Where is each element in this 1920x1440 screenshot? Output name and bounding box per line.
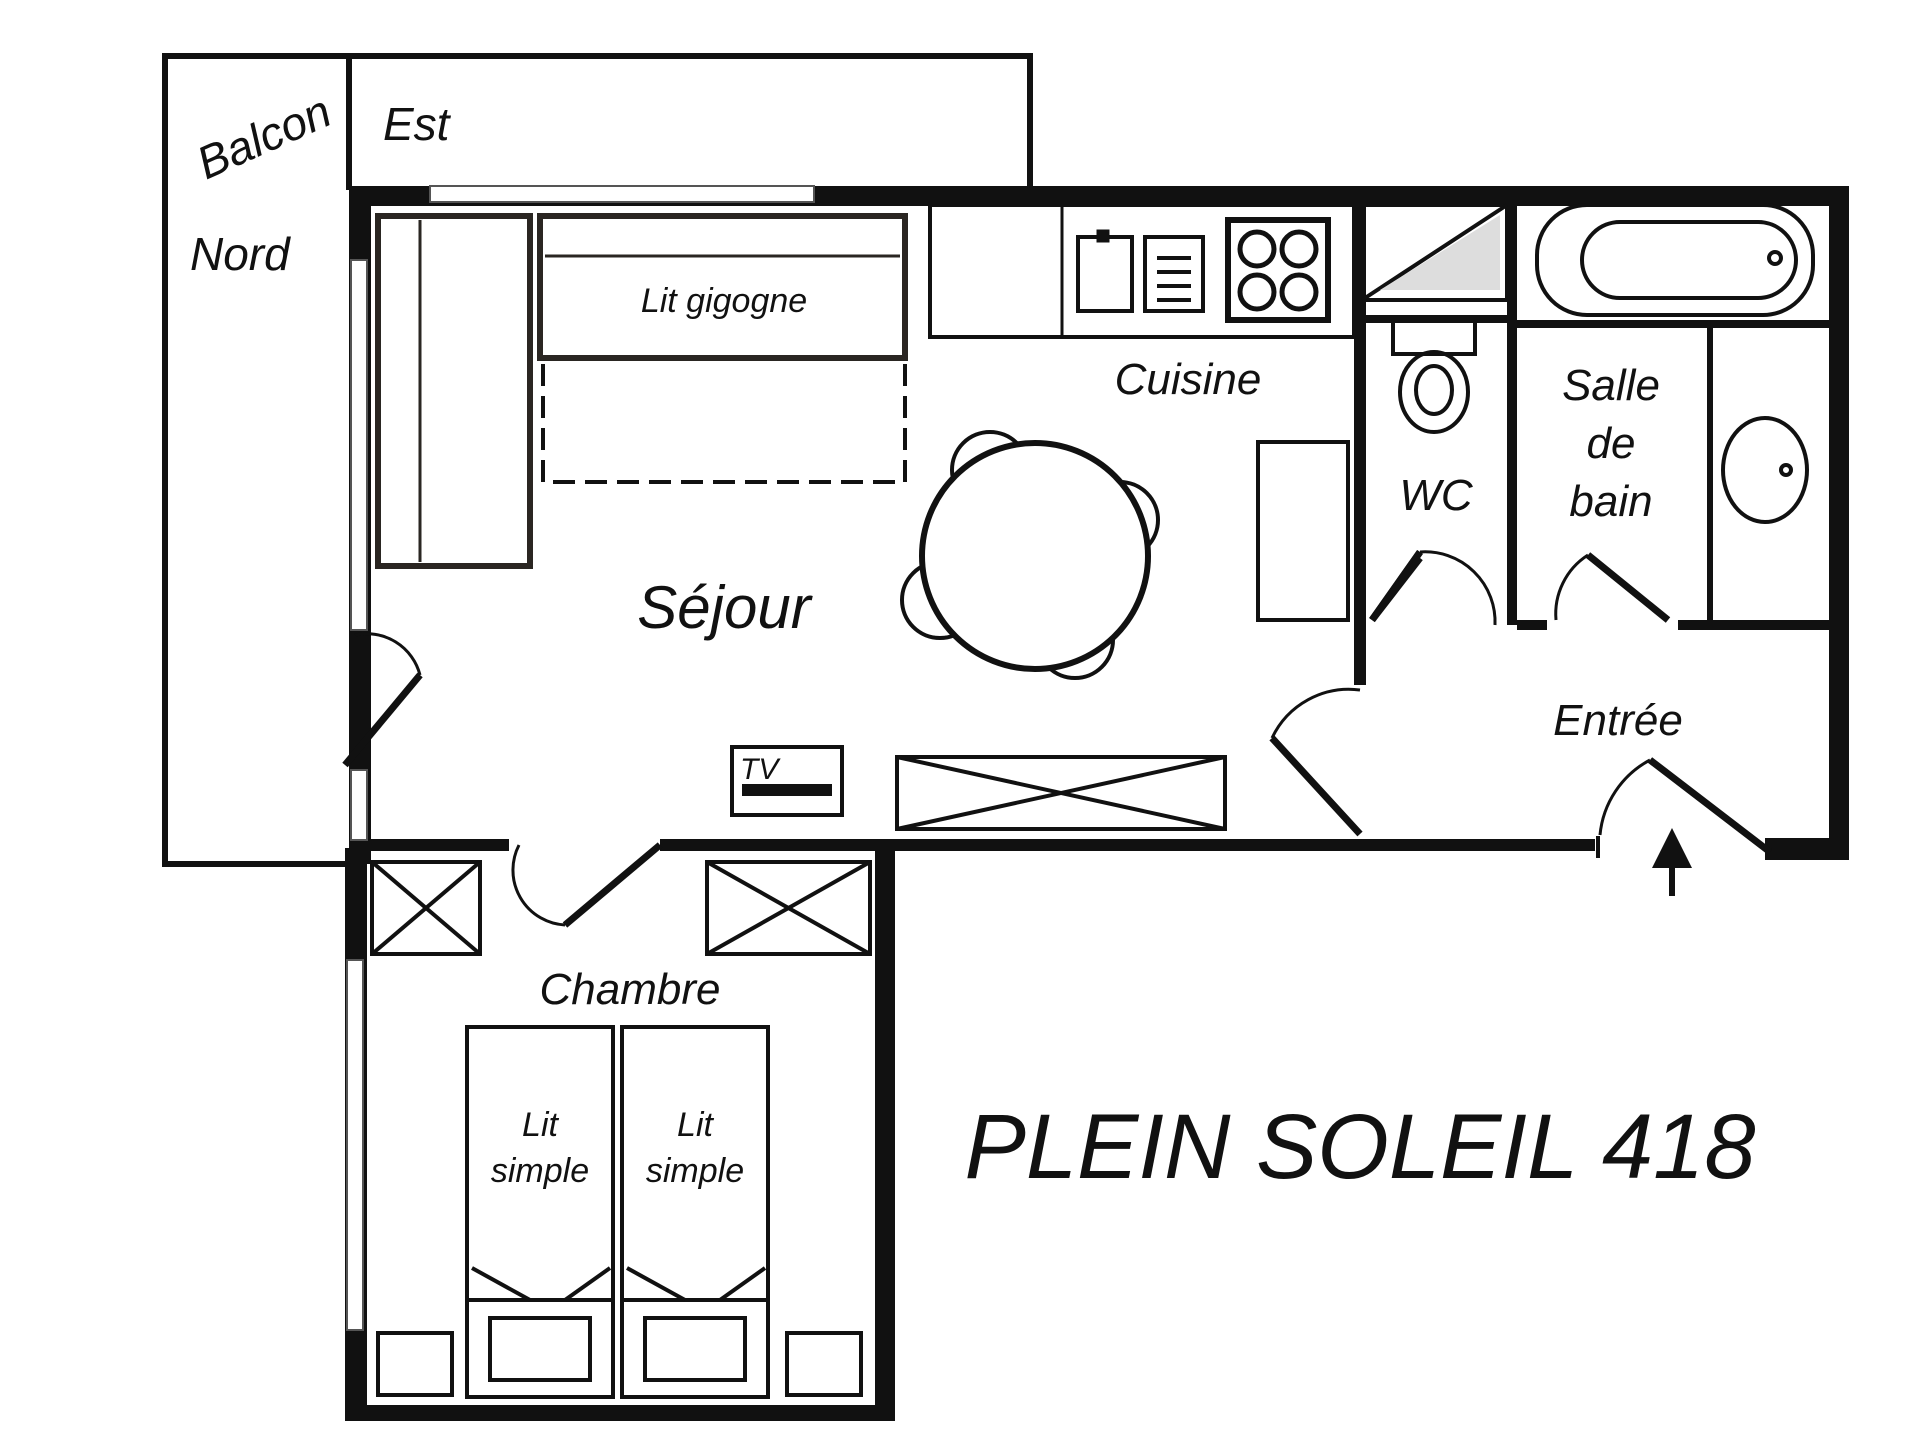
- sofa: [375, 213, 533, 569]
- living-cupboard: [895, 755, 1227, 831]
- bathroom-label-line1: Salle: [1562, 361, 1660, 410]
- doors: [342, 549, 1773, 928]
- balcony-label: Balcon: [189, 84, 339, 189]
- bathroom-label-line3: bain: [1569, 477, 1652, 526]
- entry-arrow-icon: [1652, 828, 1692, 896]
- bedroom-cupboards: [370, 860, 872, 956]
- balcony-outline: [162, 53, 1033, 867]
- trundle-bed: [537, 213, 908, 484]
- entrance-label: Entrée: [1553, 696, 1683, 745]
- orientation-east-label: Est: [383, 98, 452, 150]
- dining-table: [900, 430, 1160, 680]
- living-room-label: Séjour: [637, 574, 812, 641]
- single-bed-2-label-line1: Lit: [677, 1106, 714, 1144]
- bathroom-label-line2: de: [1587, 419, 1636, 468]
- kitchen-label: Cuisine: [1115, 355, 1262, 404]
- windows: [346, 185, 815, 1331]
- tv-unit: [730, 745, 844, 817]
- trundle-bed-label: Lit gigogne: [641, 282, 807, 320]
- shower: [1360, 203, 1509, 302]
- bedroom-label: Chambre: [540, 965, 721, 1014]
- interior-walls: [1354, 200, 1829, 685]
- tv-label: TV: [740, 753, 781, 786]
- wc-label: WC: [1399, 471, 1474, 520]
- single-bed-1-label-line2: simple: [491, 1152, 589, 1190]
- kitchen-counter: [928, 203, 1356, 339]
- bedside-tables: [376, 1331, 863, 1397]
- cabinet: [1256, 440, 1350, 622]
- plan-title: PLEIN SOLEIL 418: [964, 1096, 1755, 1198]
- orientation-north-label: Nord: [190, 228, 291, 280]
- single-beds: [465, 1025, 770, 1399]
- toilet: [1391, 318, 1477, 434]
- single-bed-2-label-line2: simple: [646, 1152, 744, 1190]
- bathtub: [1535, 203, 1815, 317]
- sink: [1721, 416, 1809, 524]
- single-bed-1-label-line1: Lit: [522, 1106, 559, 1144]
